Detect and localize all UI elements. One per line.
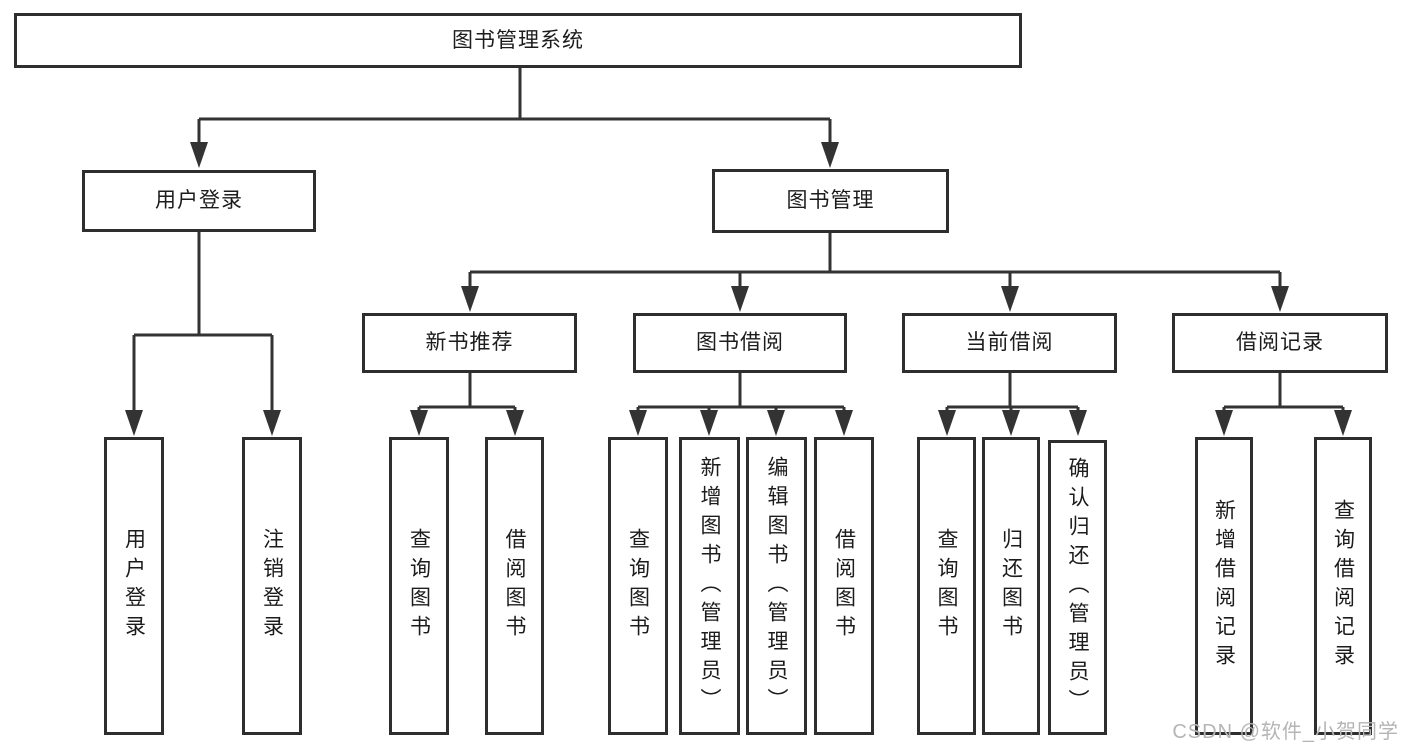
node-current-borrow: 当前借阅 — [902, 313, 1117, 373]
node-book-borrow: 图书借阅 — [633, 313, 847, 373]
leaf-add-borrow-record: 新增借阅记录 — [1195, 437, 1253, 735]
arrow-icon — [190, 142, 208, 168]
node-borrow-records: 借阅记录 — [1172, 313, 1388, 373]
edge-user-login-children — [132, 232, 274, 416]
node-library-system: 图书管理系统 — [14, 13, 1022, 68]
arrow-icon — [835, 410, 853, 436]
edge-root-to-level2 — [197, 68, 832, 148]
node-user-login: 用户登录 — [82, 170, 316, 232]
arrow-icon — [629, 410, 647, 436]
arrow-icon — [125, 410, 143, 436]
arrow-icon — [1069, 410, 1087, 436]
edge-book-borrow-children — [636, 373, 846, 416]
csdn-watermark: CSDN @软件_小贺同学 — [1172, 721, 1399, 743]
edge-new-book-children — [417, 373, 517, 416]
node-new-book-recommend: 新书推荐 — [362, 313, 577, 373]
leaf-borrow-books-recommend: 借阅图书 — [485, 437, 544, 735]
edge-current-borrow-children — [945, 373, 1080, 416]
leaf-user-login: 用户登录 — [104, 437, 164, 735]
leaf-query-books-recommend: 查询图书 — [389, 437, 449, 735]
leaf-borrow-books-borrow: 借阅图书 — [814, 437, 874, 735]
arrow-icon — [700, 410, 718, 436]
leaf-confirm-return-admin: 确认归还（管理员） — [1048, 440, 1107, 735]
leaf-return-book: 归还图书 — [982, 437, 1040, 735]
leaf-logout-login: 注销登录 — [242, 437, 302, 735]
arrow-icon — [1215, 410, 1233, 436]
arrow-icon — [1271, 286, 1289, 312]
arrow-icon — [1334, 410, 1352, 436]
arrow-icon — [767, 410, 785, 436]
arrow-icon — [506, 410, 524, 436]
leaf-query-books-current: 查询图书 — [917, 437, 976, 735]
arrow-icon — [938, 410, 956, 436]
leaf-edit-book-admin: 编辑图书（管理员） — [746, 437, 807, 735]
edge-book-mgmt-children — [468, 233, 1282, 292]
leaf-query-borrow-record: 查询借阅记录 — [1314, 437, 1372, 735]
arrow-icon — [410, 410, 428, 436]
arrow-icon — [461, 286, 479, 312]
node-book-management: 图书管理 — [712, 169, 949, 233]
arrow-icon — [821, 142, 839, 168]
arrow-icon — [1002, 410, 1020, 436]
edge-borrow-records-children — [1222, 373, 1345, 416]
arrow-icon — [1001, 286, 1019, 312]
arrow-icon — [731, 286, 749, 312]
leaf-query-books-borrow: 查询图书 — [608, 437, 668, 735]
leaf-add-book-admin: 新增图书（管理员） — [679, 437, 740, 735]
arrow-icon — [263, 410, 281, 436]
